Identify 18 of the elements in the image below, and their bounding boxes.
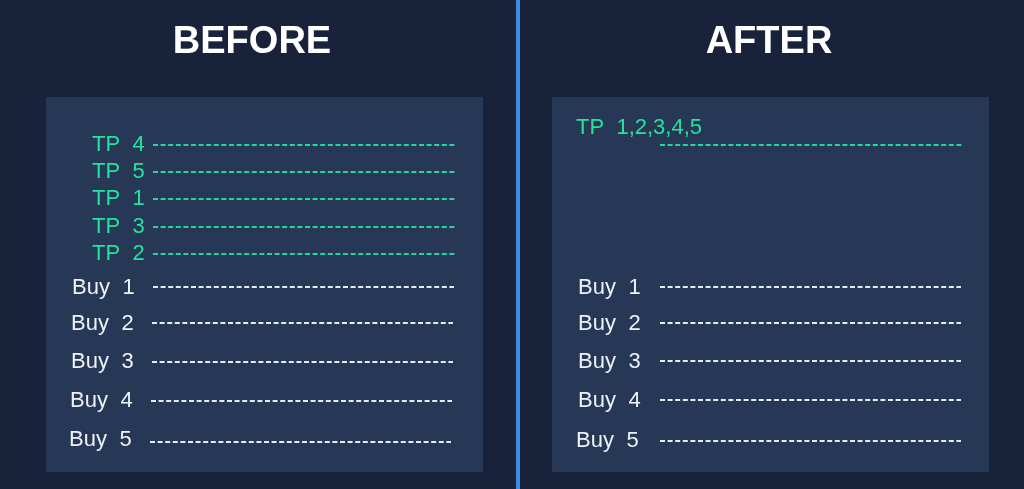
take-profit-label: TP 1,2,3,4,5: [576, 116, 703, 138]
buy-level-label: Buy 1: [72, 276, 135, 298]
buy-level-label: Buy 3: [71, 350, 134, 372]
buy-level-label: Buy 5: [69, 428, 132, 450]
panel-heading: BEFORE: [172, 21, 332, 59]
take-profit-label: TP 3: [92, 215, 145, 237]
take-profit-label: TP 5: [92, 160, 145, 182]
take-profit-label: TP 1: [92, 187, 145, 209]
buy-level-label: Buy 3: [578, 350, 641, 372]
buy-level-label: Buy 5: [576, 429, 639, 451]
panel-heading: AFTER: [705, 21, 833, 59]
buy-level-label: Buy 2: [578, 312, 641, 334]
buy-level-label: Buy 1: [578, 276, 641, 298]
buy-level-label: Buy 4: [70, 389, 133, 411]
take-profit-label: TP 2: [92, 242, 145, 264]
buy-level-label: Buy 4: [578, 389, 641, 411]
take-profit-label: TP 4: [92, 133, 145, 155]
buy-level-label: Buy 2: [71, 312, 134, 334]
